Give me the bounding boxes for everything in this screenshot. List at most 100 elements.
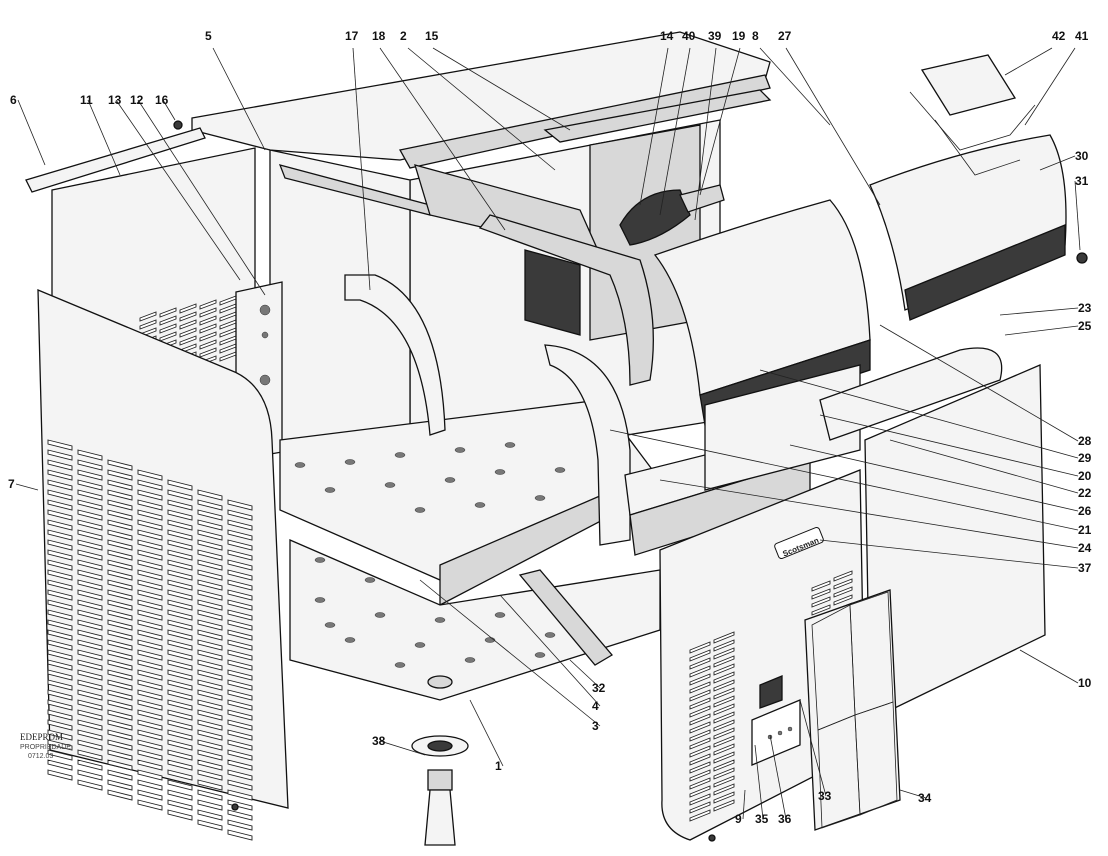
shelf-hole xyxy=(534,495,546,501)
vent-slot xyxy=(77,589,103,601)
air-filter xyxy=(804,589,901,831)
vent-slot xyxy=(179,319,197,330)
callout-14: 14 xyxy=(660,29,674,43)
vent-slot xyxy=(197,679,223,691)
vent-slot xyxy=(713,791,735,804)
vent-slot xyxy=(77,729,103,741)
vent-slot xyxy=(689,657,711,670)
vent-slot xyxy=(77,609,103,621)
top-rear-strip xyxy=(25,127,206,193)
vent-slot xyxy=(47,489,73,501)
vent-slot xyxy=(689,769,711,782)
vent-slot xyxy=(197,609,223,621)
vent-slot xyxy=(137,789,163,801)
vent-slot xyxy=(137,639,163,651)
callout-42: 42 xyxy=(1052,29,1066,43)
vent-slot xyxy=(167,619,193,631)
vent-slot xyxy=(167,529,193,541)
vent-slot xyxy=(47,549,73,561)
callout-39: 39 xyxy=(708,29,722,43)
shelf-hole xyxy=(504,442,516,448)
vent-slot xyxy=(199,299,217,310)
vent-slot xyxy=(167,689,193,701)
vent-slot xyxy=(713,735,735,748)
vent-slot xyxy=(139,319,157,330)
vent-slot xyxy=(137,799,163,811)
vent-slot xyxy=(47,769,73,781)
vent-slot xyxy=(47,649,73,661)
vent-slot xyxy=(47,689,73,701)
vent-slot xyxy=(77,579,103,591)
vent-slot xyxy=(137,659,163,671)
vent-slot xyxy=(167,679,193,691)
callout-4: 4 xyxy=(592,699,599,713)
vent-slot xyxy=(107,559,133,571)
vent-slot xyxy=(107,459,133,471)
vent-slot xyxy=(197,799,223,811)
leader-line xyxy=(659,47,691,216)
vent-slot xyxy=(107,759,133,771)
vent-slot xyxy=(197,759,223,771)
vent-slot xyxy=(107,509,133,521)
door-hinge-panel xyxy=(909,54,1036,176)
leader-line xyxy=(769,734,787,820)
callout-24: 24 xyxy=(1078,541,1092,555)
vent-slot xyxy=(713,751,735,764)
callout-17: 17 xyxy=(345,29,359,43)
vent-slot xyxy=(199,347,217,358)
vent-slot xyxy=(197,519,223,531)
vent-slot xyxy=(137,699,163,711)
vent-slot xyxy=(167,629,193,641)
vent-slot xyxy=(811,588,831,600)
vent-slot xyxy=(137,719,163,731)
leader-line xyxy=(754,744,764,820)
vent-slot xyxy=(179,335,197,346)
vent-slot xyxy=(179,311,197,322)
logo-name: EDEPROM xyxy=(20,732,63,742)
vent-slot xyxy=(689,777,711,790)
leader-line xyxy=(819,414,1079,477)
vent-slot xyxy=(227,579,253,591)
vent-slot xyxy=(137,749,163,761)
vent-slot xyxy=(197,659,223,671)
vent-slot xyxy=(167,709,193,721)
logo-code: 0712.03 xyxy=(28,753,53,760)
vent-slot xyxy=(713,727,735,740)
vent-slot xyxy=(167,549,193,561)
vent-slot xyxy=(137,509,163,521)
vent-slot xyxy=(47,659,73,671)
leader-line xyxy=(785,47,881,206)
vent-slot xyxy=(107,629,133,641)
vent-slot xyxy=(47,619,73,631)
leader-line xyxy=(742,789,746,820)
vent-slot xyxy=(107,529,133,541)
vent-slot xyxy=(47,759,73,771)
vent-slot xyxy=(107,779,133,791)
vent-slot xyxy=(167,559,193,571)
base-hole xyxy=(464,657,476,663)
callout-36: 36 xyxy=(778,812,792,826)
vent-slot xyxy=(107,609,133,621)
shelf-hole xyxy=(324,487,336,493)
vent-slot xyxy=(227,619,253,631)
vent-slot xyxy=(77,629,103,641)
vent-slot xyxy=(77,519,103,531)
vent-slot xyxy=(107,689,133,701)
vent-slot xyxy=(107,789,133,801)
vent-slot xyxy=(137,469,163,481)
vent-slot xyxy=(197,569,223,581)
vent-slot xyxy=(197,729,223,741)
vent-slot xyxy=(167,609,193,621)
vent-slot xyxy=(713,711,735,724)
vent-slot xyxy=(77,619,103,631)
vent-slot xyxy=(137,759,163,771)
leader-line xyxy=(17,99,46,166)
vent-slot xyxy=(137,569,163,581)
vent-slot xyxy=(77,469,103,481)
vent-slot xyxy=(167,499,193,511)
vent-slot xyxy=(47,729,73,741)
vent-slot xyxy=(47,479,73,491)
vent-slot xyxy=(227,649,253,661)
control-panel xyxy=(751,675,801,766)
vent-slot xyxy=(167,699,193,711)
